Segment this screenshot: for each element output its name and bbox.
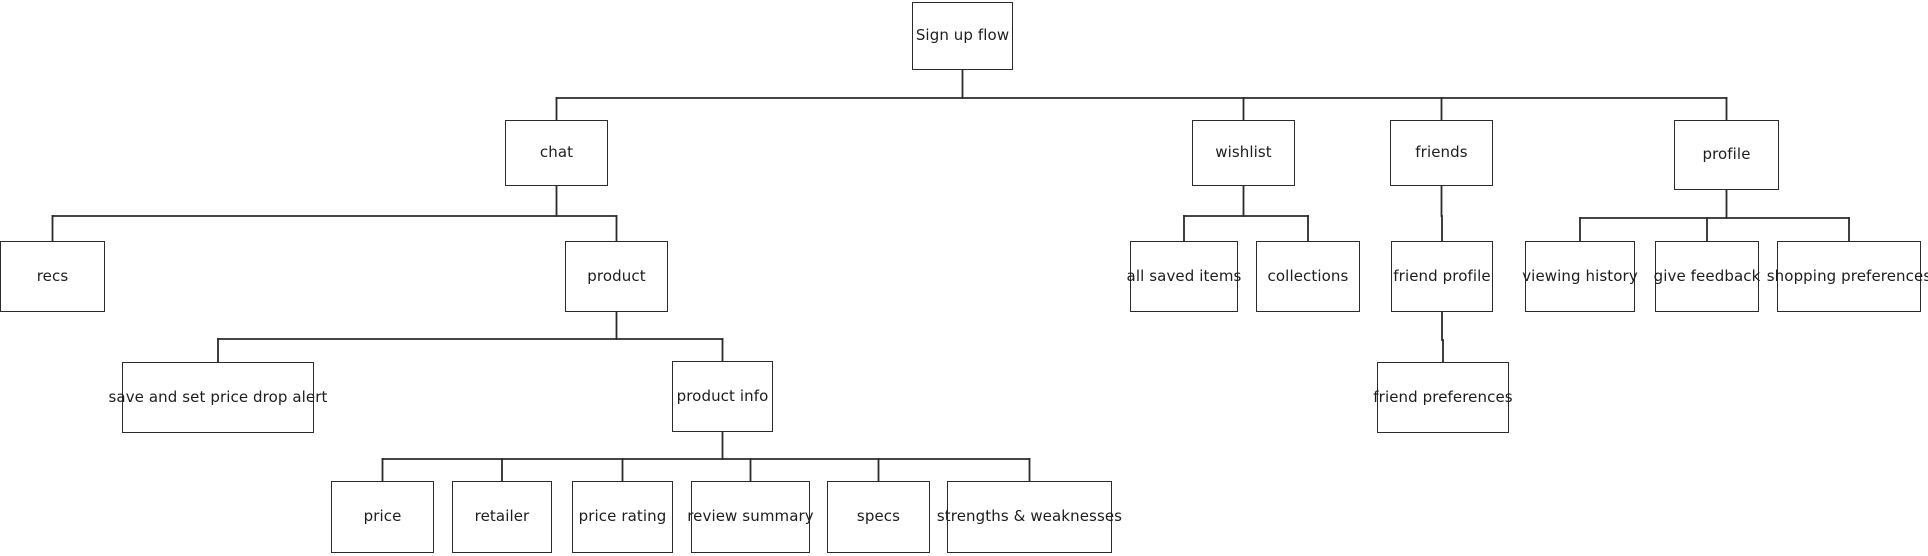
node-label-chat: chat [539,143,574,162]
node-label-price-rating: price rating [578,507,667,526]
node-signup-flow[interactable]: Sign up flow [912,2,1013,70]
node-label-specs: specs [856,507,901,526]
node-label-review-summary: review summary [687,507,814,526]
node-shopping-preferences[interactable]: shopping preferences [1767,241,1928,312]
node-viewing-history[interactable]: viewing history [1522,241,1638,312]
node-label-signup-flow: Sign up flow [915,26,1010,45]
node-price-rating[interactable]: price rating [572,481,673,553]
node-recs[interactable]: recs [0,241,105,312]
node-price[interactable]: price [331,481,434,553]
node-label-retailer: retailer [474,507,530,526]
node-label-wishlist: wishlist [1215,143,1272,162]
node-wishlist[interactable]: wishlist [1192,120,1295,186]
node-label-collections: collections [1267,266,1349,285]
node-label-shopping-preferences: shopping preferences [1766,266,1928,285]
node-label-product: product [587,266,646,285]
node-retailer[interactable]: retailer [452,481,552,553]
node-product[interactable]: product [565,241,668,312]
node-label-save-price-drop: save and set price drop alert [108,387,328,406]
node-label-strengths-weaknesses: strengths & weaknesses [936,507,1123,526]
node-review-summary[interactable]: review summary [687,481,814,553]
node-chat[interactable]: chat [505,120,608,186]
node-label-recs: recs [36,266,69,285]
node-specs[interactable]: specs [827,481,930,553]
node-label-friend-profile: friend profile [1393,266,1491,285]
node-label-product-info: product info [676,386,769,405]
node-label-friend-preferences: friend preferences [1373,387,1513,406]
node-friend-profile[interactable]: friend profile [1391,241,1493,312]
node-save-price-drop[interactable]: save and set price drop alert [108,362,327,433]
node-product-info[interactable]: product info [672,361,773,432]
node-profile[interactable]: profile [1674,120,1779,190]
node-label-give-feedback: give feedback [1653,266,1761,285]
node-label-all-saved-items: all saved items [1126,266,1242,285]
node-friends[interactable]: friends [1390,120,1493,186]
node-label-friends: friends [1415,143,1468,162]
node-strengths-weaknesses[interactable]: strengths & weaknesses [937,481,1122,553]
node-label-profile: profile [1702,145,1751,164]
node-all-saved-items[interactable]: all saved items [1127,241,1241,312]
node-label-price: price [363,507,402,526]
node-label-viewing-history: viewing history [1522,266,1638,285]
node-give-feedback[interactable]: give feedback [1654,241,1760,312]
node-collections[interactable]: collections [1256,241,1360,312]
node-friend-preferences[interactable]: friend preferences [1373,362,1513,433]
